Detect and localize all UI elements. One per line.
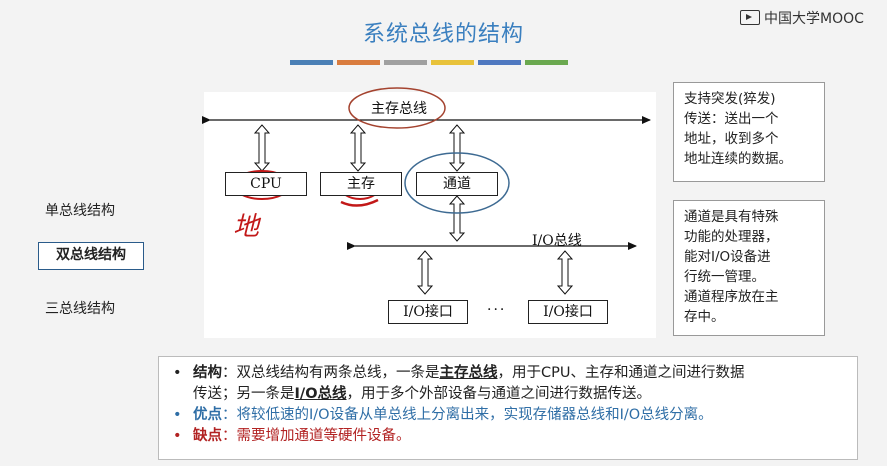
bullet-dot: • xyxy=(173,365,182,381)
memory-label: 主存 xyxy=(347,176,375,192)
io2-arrow xyxy=(556,250,574,295)
nav-single-bus[interactable]: 单总线结构 xyxy=(45,203,115,219)
play-icon xyxy=(740,10,760,25)
disadvantage-key: 缺点 xyxy=(193,428,222,444)
channel-note: 通道是具有特殊 功能的处理器， 能对I/O设备进 行统一管理。 通道程序放在主 … xyxy=(673,200,825,336)
channel-box: 通道 xyxy=(416,172,498,196)
io1-arrow xyxy=(416,250,434,295)
memory-box: 主存 xyxy=(320,172,402,196)
io-interface-2: I/O接口 xyxy=(528,300,608,324)
channel-note-line: 行统一管理。 xyxy=(684,269,765,285)
nav-triple-bus[interactable]: 三总线结构 xyxy=(45,301,115,317)
diagram-panel xyxy=(204,92,656,338)
structure-key: 结构 xyxy=(193,365,222,381)
explanation-box: • 结构：双总线结构有两条总线，一条是主存总线，用于CPU、主存和通道之间进行数据… xyxy=(158,356,858,460)
burst-note-line: 支持突发(猝发) xyxy=(684,91,776,107)
advantage-key: 优点 xyxy=(193,407,222,423)
color-bar-6 xyxy=(525,60,568,65)
burst-note-line: 地址，收到多个 xyxy=(684,131,779,147)
channel-mainbus-arrow xyxy=(448,124,466,172)
mooc-logo-text: 中国大学MOOC xyxy=(764,11,864,27)
cpu-bus-arrow xyxy=(253,124,271,172)
mooc-logo: 中国大学MOOC xyxy=(740,8,864,28)
color-bar-2 xyxy=(337,60,380,65)
disadvantage-bullet: • 缺点：需要增加通道等硬件设备。 xyxy=(173,426,843,447)
io-interface-1-label: I/O接口 xyxy=(403,304,453,320)
bullet-dot: • xyxy=(173,428,182,444)
structure-io-bus: I/O总线 xyxy=(294,386,347,402)
channel-iobus-arrow xyxy=(448,195,466,242)
main-bus-label: 主存总线 xyxy=(371,101,427,117)
memory-bus-arrow xyxy=(349,124,367,172)
slide-title: 系统总线的结构 xyxy=(362,22,524,47)
memory-handwriting-underline xyxy=(340,198,379,207)
main-bus-circle xyxy=(348,87,446,129)
structure-main-bus: 主存总线 xyxy=(439,365,498,381)
channel-note-line: 能对I/O设备进 xyxy=(684,249,771,265)
io-interface-1: I/O接口 xyxy=(388,300,468,324)
channel-note-line: 功能的处理器， xyxy=(684,229,779,245)
structure-text-1: ：双总线结构有两条总线，一条是 xyxy=(222,365,440,381)
structure-bullet: • 结构：双总线结构有两条总线，一条是主存总线，用于CPU、主存和通道之间进行数据 xyxy=(173,363,843,384)
burst-note-line: 地址连续的数据。 xyxy=(684,151,792,167)
color-bar-1 xyxy=(290,60,333,65)
structure-bullet-cont: 传送；另一条是I/O总线，用于多个外部设备与通道之间进行数据传送。 xyxy=(173,384,843,405)
structure-text-3: 传送；另一条是 xyxy=(193,386,295,402)
advantage-text: ：将较低速的I/O设备从单总线上分离出来，实现存储器总线和I/O总线分离。 xyxy=(222,407,713,423)
advantage-bullet: • 优点：将较低速的I/O设备从单总线上分离出来，实现存储器总线和I/O总线分离。 xyxy=(173,405,843,426)
bullet-dot: • xyxy=(173,407,182,423)
channel-circle xyxy=(404,152,510,214)
cpu-box: CPU xyxy=(225,172,307,196)
color-bar-4 xyxy=(431,60,474,65)
channel-note-line: 通道是具有特殊 xyxy=(684,209,779,225)
disadvantage-text: ：需要增加通道等硬件设备。 xyxy=(222,428,411,444)
color-bar-5 xyxy=(478,60,521,65)
io-bus-label: I/O总线 xyxy=(532,233,582,249)
nav-double-bus[interactable]: 双总线结构 xyxy=(38,242,144,270)
color-bar-3 xyxy=(384,60,427,65)
structure-text-2: ，用于CPU、主存和通道之间进行数据 xyxy=(497,365,745,381)
channel-note-line: 通道程序放在主 xyxy=(684,289,779,305)
burst-note-line: 传送：送出一个 xyxy=(684,111,779,127)
burst-note: 支持突发(猝发) 传送：送出一个 地址，收到多个 地址连续的数据。 xyxy=(673,82,825,182)
channel-label: 通道 xyxy=(443,176,471,192)
channel-note-line: 存中。 xyxy=(684,309,725,325)
io-interface-2-label: I/O接口 xyxy=(543,304,593,320)
ellipsis: ··· xyxy=(487,302,507,318)
structure-text-4: ，用于多个外部设备与通道之间进行数据传送。 xyxy=(346,386,652,402)
cpu-label: CPU xyxy=(250,176,282,192)
handwriting-char: 地 xyxy=(233,212,260,242)
